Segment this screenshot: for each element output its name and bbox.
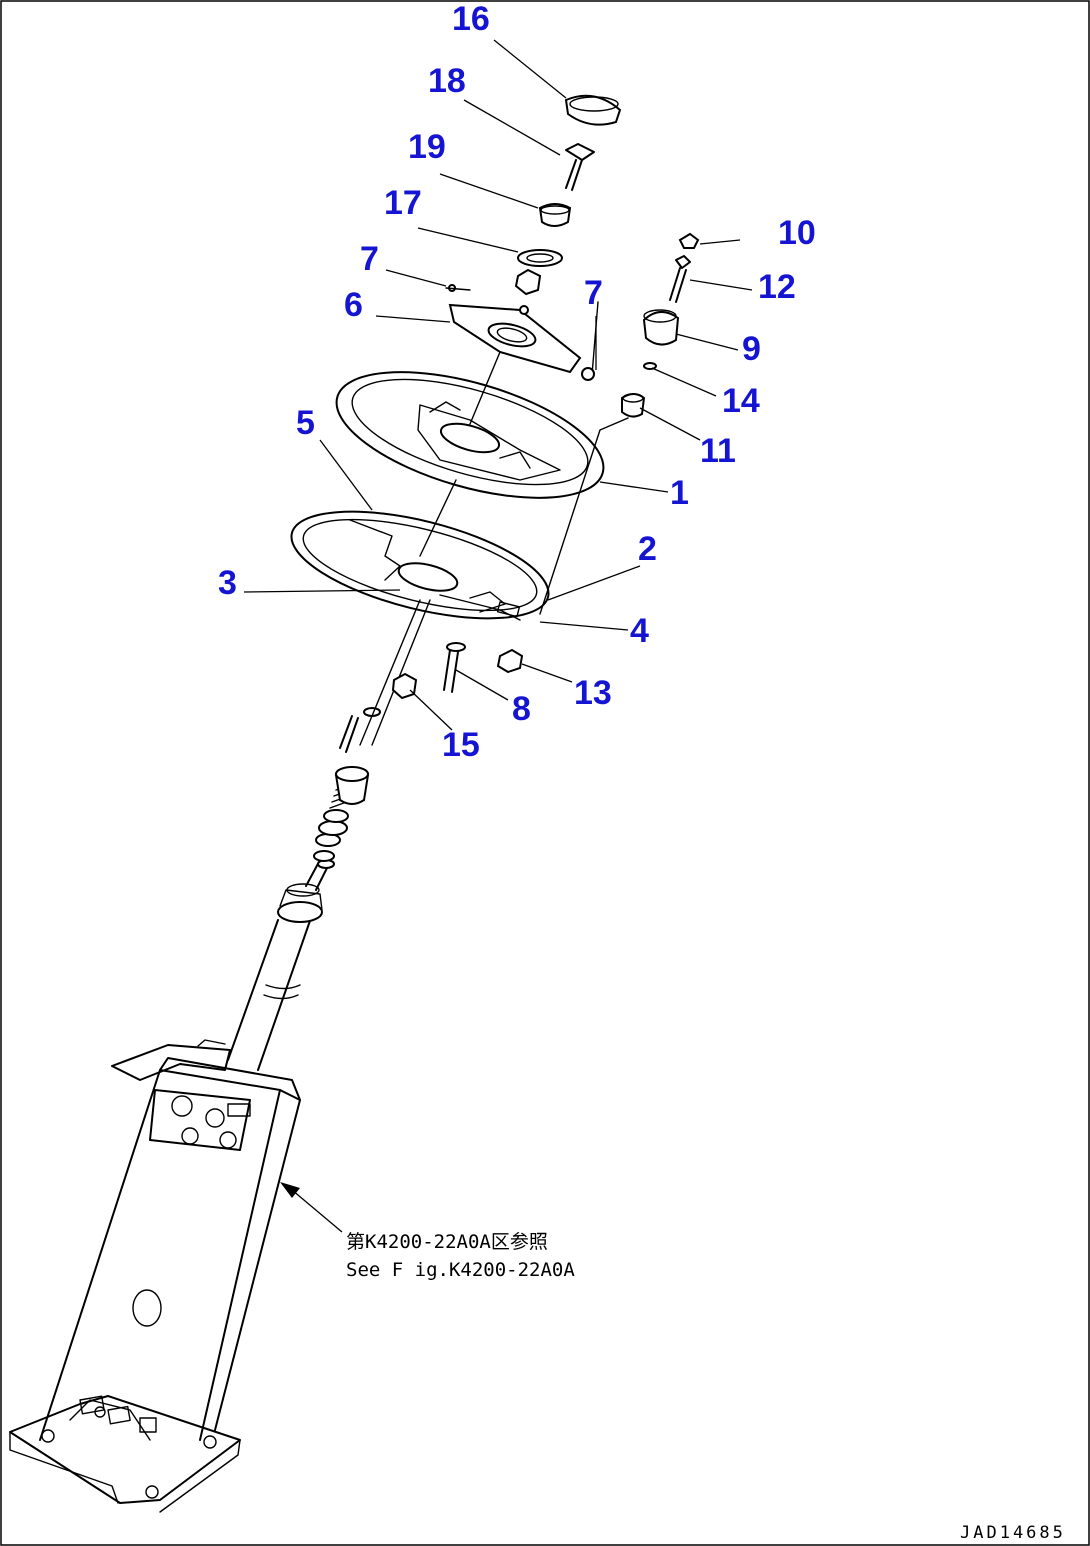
steering-wheel-cover-drawing — [335, 94, 622, 557]
callout-11: 11 — [700, 432, 736, 470]
callout-13: 13 — [574, 674, 612, 712]
reference-note-line1: 第K4200-22A0A区参照 — [346, 1231, 548, 1253]
callout-10: 10 — [778, 214, 816, 252]
drawing-number: JAD14685 — [960, 1523, 1066, 1543]
callout-1: 1 — [670, 474, 689, 512]
steering-column-drawing — [9, 599, 431, 1513]
reference-note: 第K4200-22A0A区参照 See F ig.K4200-22A0A — [346, 1231, 575, 1281]
callout-12: 12 — [758, 268, 796, 306]
steering-wheel-drawing — [290, 510, 550, 700]
callout-16: 16 — [452, 0, 490, 38]
callout-18: 18 — [428, 62, 466, 100]
knob-assembly-drawing — [539, 232, 700, 615]
callout-4: 4 — [630, 612, 649, 650]
callout-17: 17 — [384, 184, 422, 222]
callout-6: 6 — [344, 286, 363, 324]
callout-19: 19 — [408, 128, 446, 166]
callout-9: 9 — [742, 330, 761, 368]
leader-lines — [243, 39, 753, 1233]
callout-2: 2 — [638, 530, 657, 568]
callout-5: 5 — [296, 404, 315, 442]
callout-8: 8 — [512, 690, 531, 728]
callout-14: 14 — [722, 382, 760, 420]
reference-note-line2: See F ig.K4200-22A0A — [346, 1259, 575, 1281]
callout-15: 15 — [442, 726, 480, 764]
callout-7-right: 7 — [584, 274, 603, 312]
callout-3: 3 — [218, 564, 237, 602]
callout-labels: 16 18 19 17 7 6 7 10 12 9 14 11 1 5 2 3 … — [218, 0, 816, 764]
callout-7-left: 7 — [360, 240, 379, 278]
